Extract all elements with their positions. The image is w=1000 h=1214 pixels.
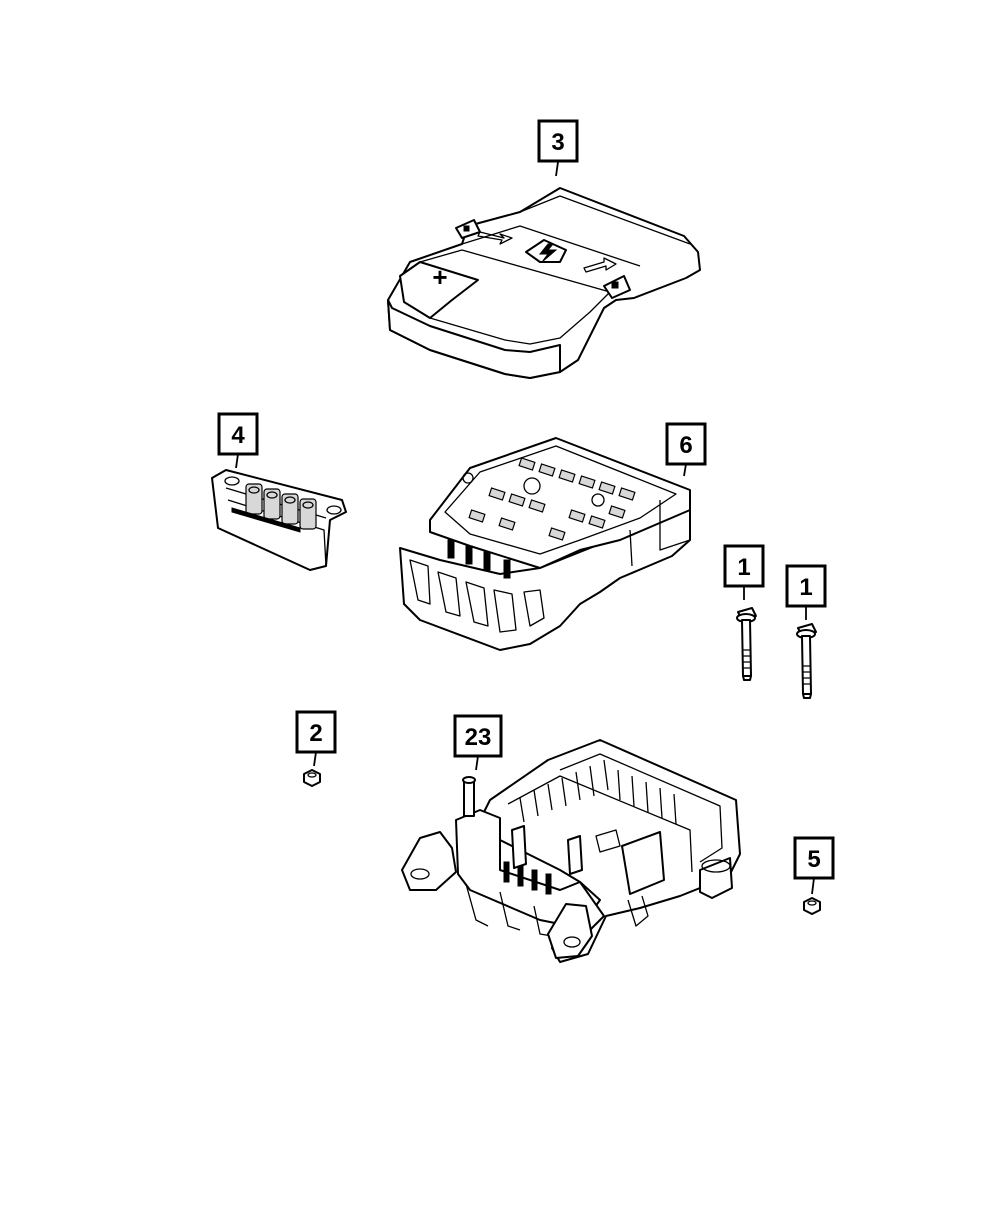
callout-4: 4: [217, 412, 259, 469]
part-5-nut[interactable]: [803, 897, 821, 915]
callout-6-label: 6: [679, 432, 692, 459]
callout-5: 5: [793, 836, 835, 895]
part-6-fuse-block[interactable]: [399, 437, 691, 651]
arrow-icon: [477, 231, 617, 273]
part-23-base-tray[interactable]: [401, 739, 741, 963]
callout-3: 3: [537, 119, 579, 177]
callout-3-label: 3: [551, 129, 564, 156]
callout-1b: 1: [785, 564, 827, 620]
callout-5-label: 5: [807, 846, 820, 873]
callout-1a-label: 1: [737, 554, 750, 581]
callout-2: 2: [295, 710, 337, 767]
callout-6: 6: [665, 422, 707, 477]
callout-23: 23: [453, 714, 503, 771]
part-1-bolt-b[interactable]: [796, 623, 817, 699]
callout-23-label: 23: [465, 724, 492, 751]
part-4-bus-bar[interactable]: [211, 469, 347, 571]
part-3-cover[interactable]: +: [387, 187, 701, 379]
part-1-bolt-a[interactable]: [736, 607, 757, 681]
callout-2-label: 2: [309, 720, 322, 747]
callout-4-label: 4: [231, 422, 245, 449]
callout-1b-label: 1: [799, 574, 812, 601]
lightning-bolt-icon: [525, 239, 567, 263]
callout-1a: 1: [723, 544, 765, 600]
plus-icon: +: [432, 262, 447, 292]
part-2-nut[interactable]: [303, 769, 321, 787]
